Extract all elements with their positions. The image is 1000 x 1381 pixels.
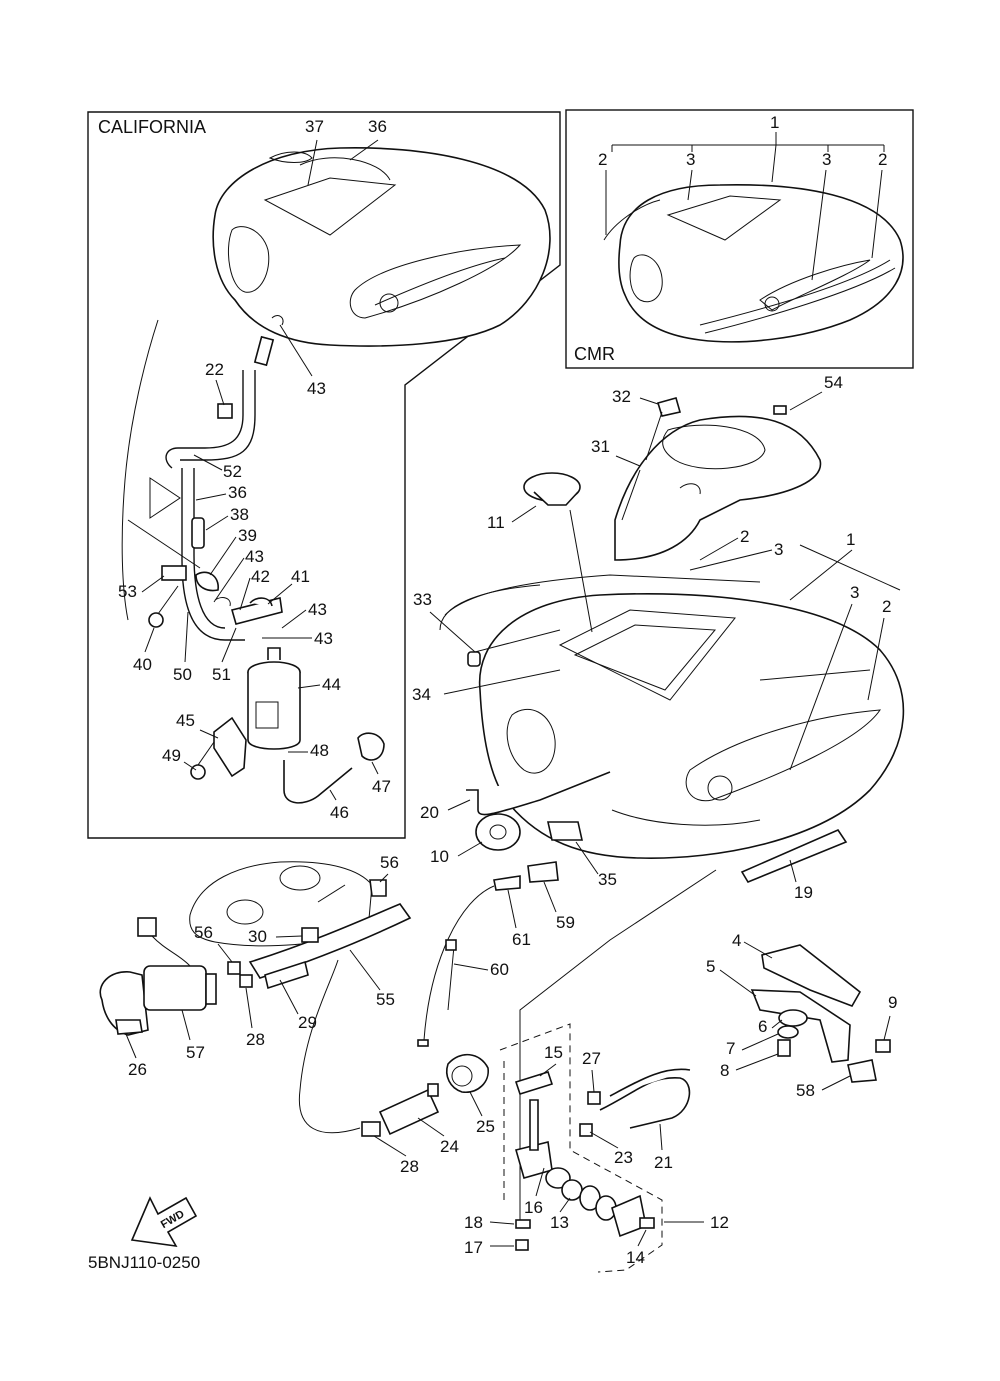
callout-22: 22 [205,360,224,379]
callout-2: 2 [598,150,607,169]
callout-3: 3 [686,150,695,169]
california-callouts: 37 36 22 43 52 36 38 39 43 42 41 53 43 4… [118,117,391,822]
callout-24: 24 [440,1137,459,1156]
callout-59: 59 [556,913,575,932]
callout-1: 1 [846,530,855,549]
callout-44: 44 [322,675,341,694]
fuel-cock-drawing [298,959,691,1273]
california-hose-system [121,315,385,804]
callout-47: 47 [372,777,391,796]
callout-9: 9 [888,993,897,1012]
callout-61: 61 [512,930,531,949]
callout-13: 13 [550,1213,569,1232]
callout-6: 6 [758,1017,767,1036]
callout-2: 2 [740,527,749,546]
callout-58: 58 [796,1081,815,1100]
cmr-inset-frame [565,109,914,369]
callout-35: 35 [598,870,617,889]
callout-4: 4 [732,931,741,950]
callout-8: 8 [720,1061,729,1080]
callout-53: 53 [118,582,137,601]
callout-38: 38 [230,505,249,524]
callout-36: 36 [368,117,387,136]
california-inset-title: CALIFORNIA [98,117,206,137]
callout-12: 12 [710,1213,729,1232]
callout-3: 3 [850,583,859,602]
callout-23: 23 [614,1148,633,1167]
callout-41: 41 [291,567,310,586]
callout-52: 52 [223,462,242,481]
cmr-inset-title: CMR [574,344,615,364]
callout-50: 50 [173,665,192,684]
fuel-pump-drawing [99,861,891,1083]
main-tank-callouts: 32 54 31 11 2 3 1 33 3 2 34 20 10 35 19 [412,373,901,902]
callout-31: 31 [591,437,610,456]
callout-45: 45 [176,711,195,730]
fuel-pump-callouts: 56 30 56 55 28 29 26 57 61 59 60 4 5 6 7… [125,853,897,1220]
callout-51: 51 [212,665,231,684]
callout-36: 36 [228,483,247,502]
callout-18: 18 [464,1213,483,1232]
callout-20: 20 [420,803,439,822]
callout-3: 3 [822,150,831,169]
diagram-code: 5BNJ110-0250 [88,1253,200,1272]
callout-56: 56 [380,853,399,872]
callout-2: 2 [878,150,887,169]
callout-7: 7 [726,1039,735,1058]
california-tank-drawing [212,147,551,347]
callout-46: 46 [330,803,349,822]
callout-3: 3 [774,540,783,559]
callout-33: 33 [413,590,432,609]
callout-32: 32 [612,387,631,406]
callout-19: 19 [794,883,813,902]
callout-21: 21 [654,1153,673,1172]
cmr-callouts: 1 2 3 3 2 [598,113,887,281]
callout-28: 28 [246,1030,265,1049]
callout-37: 37 [305,117,324,136]
callout-40: 40 [133,655,152,674]
callout-16: 16 [524,1198,543,1217]
callout-1: 1 [770,113,779,132]
callout-28: 28 [400,1157,419,1176]
cmr-tank-drawing [603,183,904,343]
callout-43: 43 [307,379,326,398]
callout-2: 2 [882,597,891,616]
callout-56: 56 [194,923,213,942]
callout-54: 54 [824,373,843,392]
callout-11: 11 [487,513,505,532]
callout-27: 27 [582,1049,601,1068]
callout-49: 49 [162,746,181,765]
fuel-cock-callouts: 15 27 25 24 21 23 28 16 13 18 12 17 14 [373,1043,729,1267]
callout-5: 5 [706,957,715,976]
callout-15: 15 [544,1043,563,1062]
callout-14: 14 [626,1248,645,1267]
forward-direction-arrow: FWD [130,1196,198,1248]
callout-10: 10 [430,847,449,866]
callout-34: 34 [412,685,431,704]
callout-57: 57 [186,1043,205,1062]
callout-25: 25 [476,1117,495,1136]
callout-43: 43 [308,600,327,619]
callout-26: 26 [128,1060,147,1079]
callout-60: 60 [490,960,509,979]
callout-43: 43 [245,547,264,566]
california-inset-frame [87,111,561,839]
callout-43: 43 [314,629,333,648]
callout-39: 39 [238,526,257,545]
callout-30: 30 [248,927,267,946]
callout-17: 17 [464,1238,483,1257]
main-tank-drawing [439,397,905,883]
callout-55: 55 [376,990,395,1009]
callout-48: 48 [310,741,329,760]
callout-42: 42 [251,567,270,586]
